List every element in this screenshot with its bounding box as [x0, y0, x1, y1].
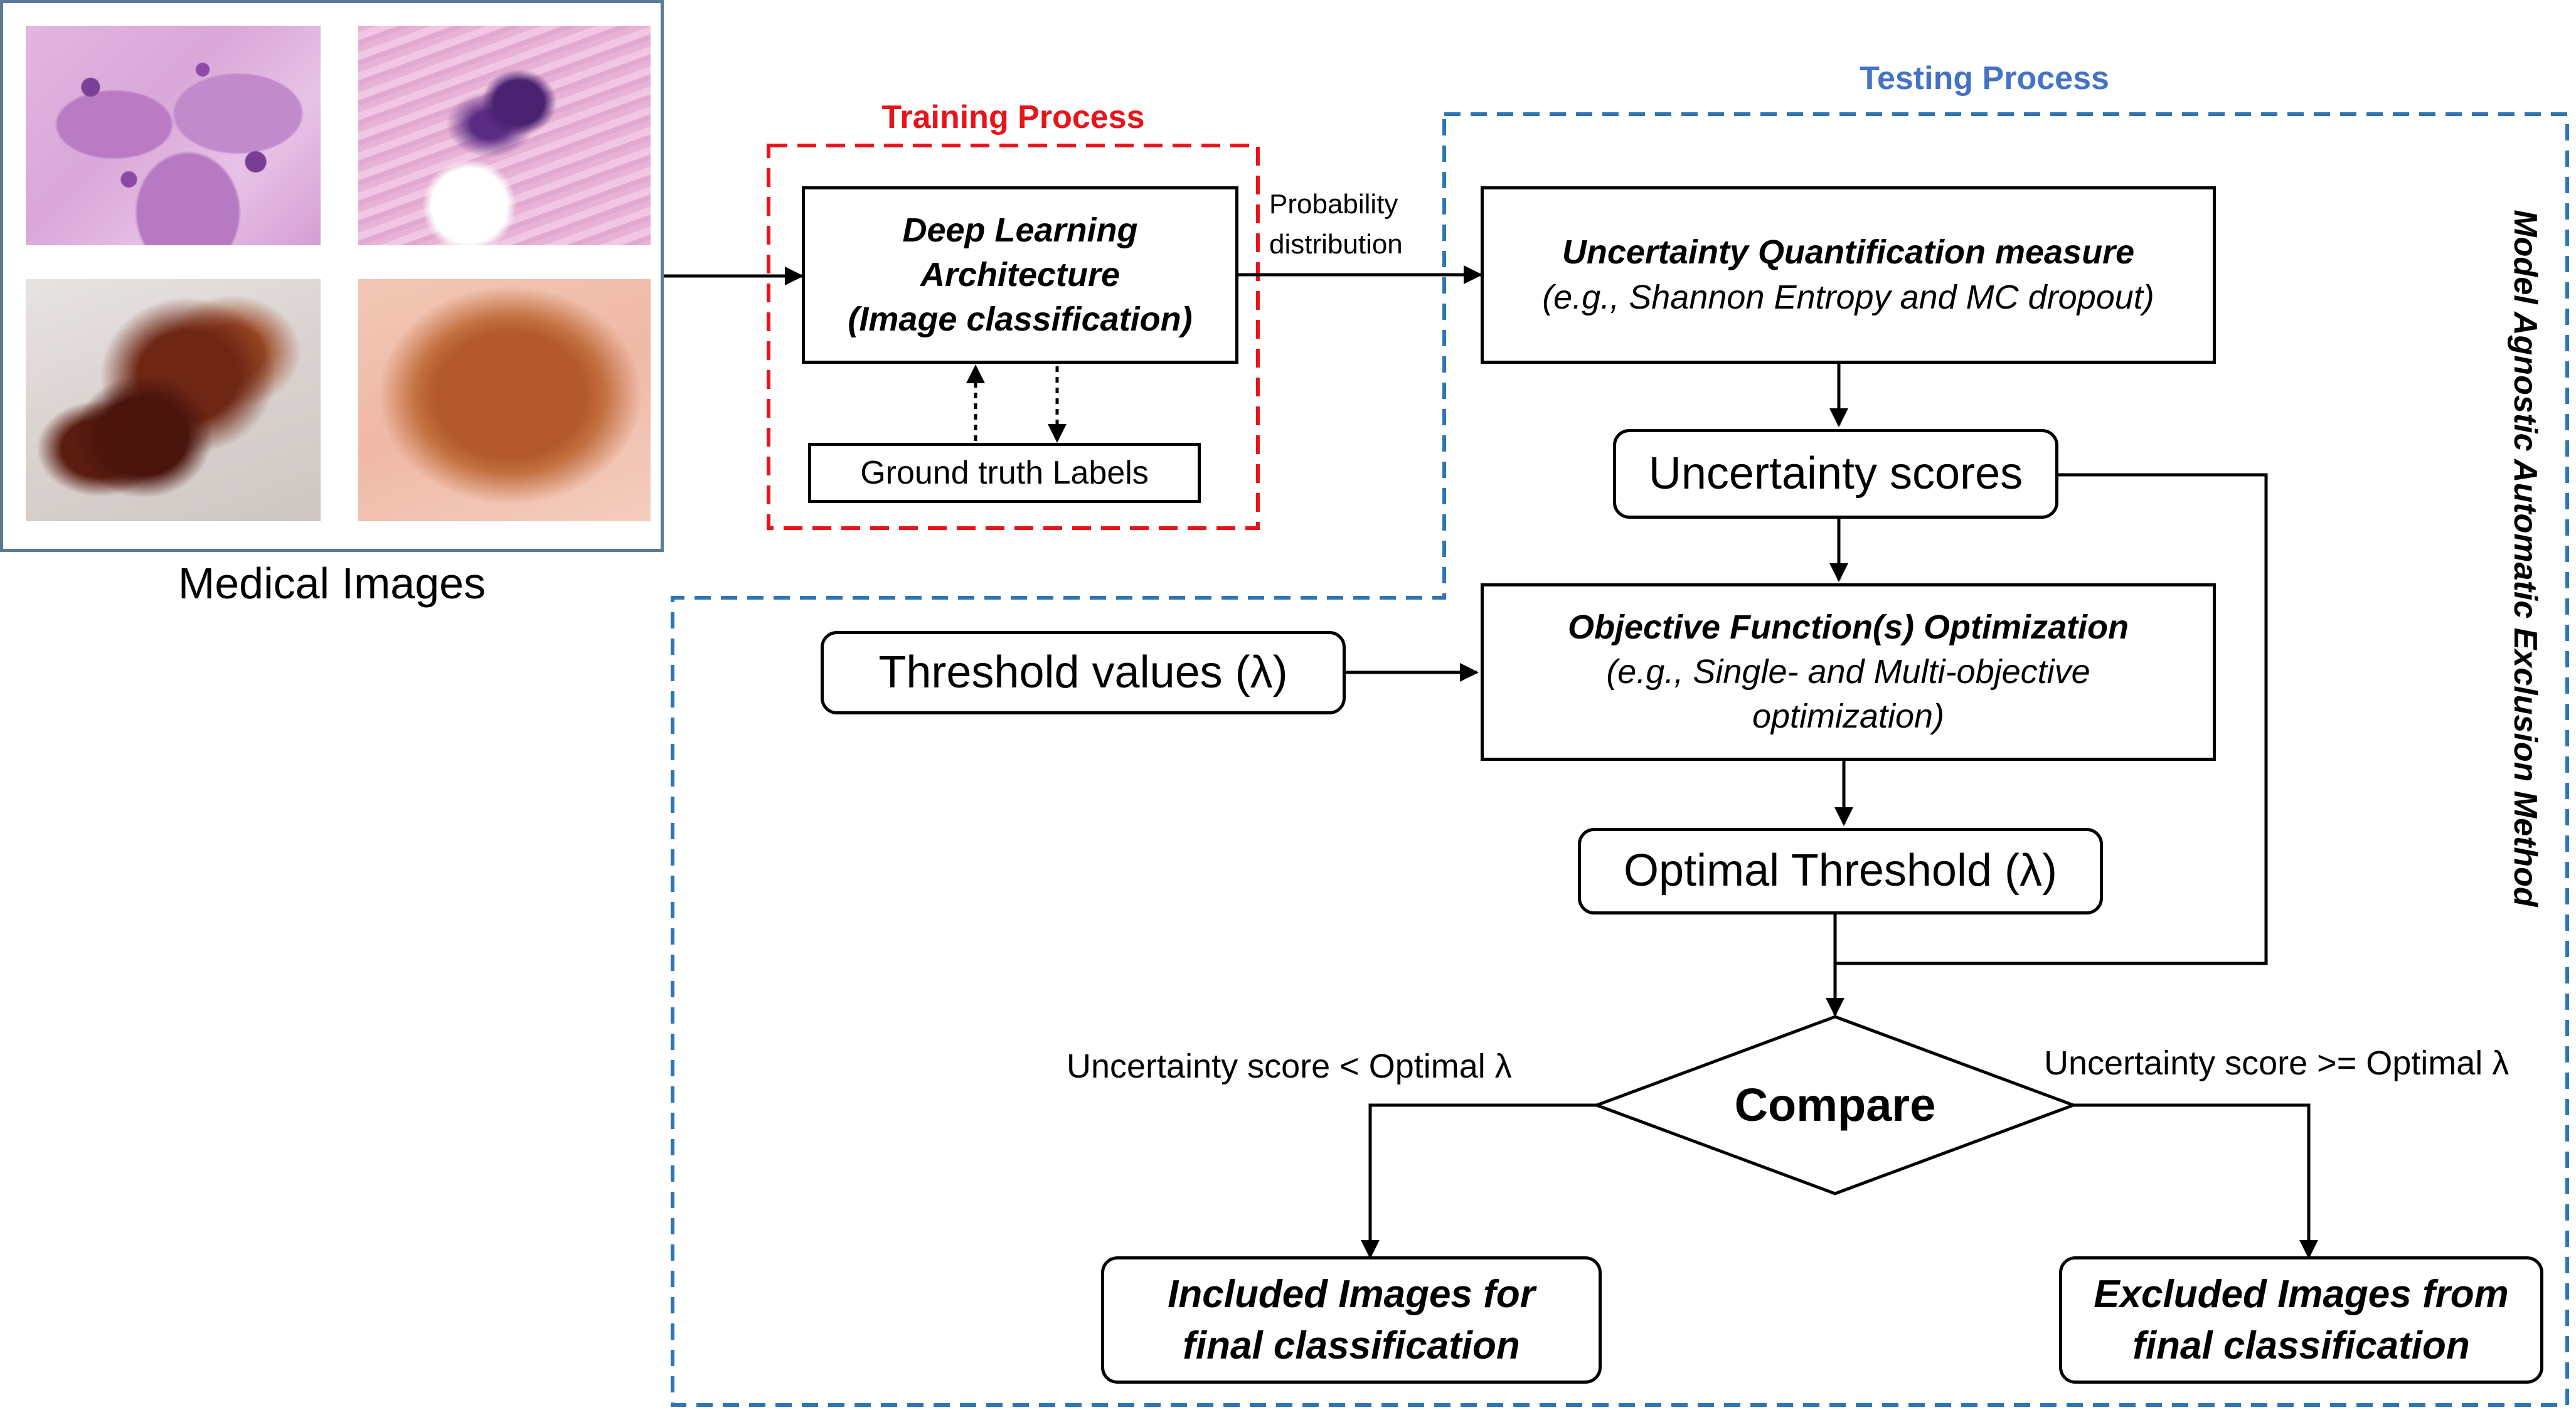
- excluded-images-box: Excluded Images from final classificatio…: [2059, 1256, 2543, 1384]
- excluded-line-2: final classification: [2132, 1323, 2470, 1367]
- dermoscopy-image-2: [358, 279, 651, 521]
- histology-image-1: [26, 26, 321, 245]
- ground-truth-label: Ground truth Labels: [860, 454, 1149, 491]
- threshold-values-box: Threshold values (λ): [821, 631, 1346, 714]
- uncertainty-scores-label: Uncertainty scores: [1648, 448, 2023, 499]
- optimal-threshold-box: Optimal Threshold (λ): [1578, 828, 2103, 914]
- uq-measure-box: Uncertainty Quantification measure (e.g.…: [1481, 186, 2216, 364]
- branch-left-label: Uncertainty score < Optimal λ: [1067, 1047, 1512, 1085]
- uncertainty-scores-box: Uncertainty scores: [1613, 429, 2058, 519]
- line-scores-loop: [1835, 473, 2268, 965]
- included-line-1: Included Images for: [1168, 1272, 1535, 1316]
- uq-example: (e.g., Shannon Entropy and MC dropout): [1542, 278, 2154, 316]
- testing-process-title: Testing Process: [1860, 60, 2109, 97]
- dl-line-3: (Image classification): [848, 300, 1193, 339]
- deep-learning-box: Deep Learning Architecture (Image classi…: [802, 186, 1238, 364]
- medical-images-panel: [0, 0, 664, 552]
- compare-label: Compare: [1734, 1079, 1936, 1131]
- arrow-compare-to-excluded: [2073, 1103, 2318, 1259]
- objective-box: Objective Function(s) Optimization (e.g.…: [1481, 583, 2216, 761]
- objective-example-1: (e.g., Single- and Multi-objective: [1606, 652, 2090, 691]
- dl-line-1: Deep Learning: [902, 211, 1138, 249]
- objective-title: Objective Function(s) Optimization: [1567, 608, 2129, 646]
- excluded-line-1: Excluded Images from: [2094, 1272, 2509, 1316]
- probability-label-2: distribution: [1269, 229, 1403, 260]
- training-process-frame: [767, 144, 1260, 530]
- dermoscopy-image-1: [26, 279, 321, 521]
- training-process-title: Training Process: [881, 99, 1145, 135]
- threshold-values-label: Threshold values (λ): [878, 647, 1288, 697]
- objective-example-2: optimization): [1752, 697, 1945, 736]
- arrow-compare-to-included: [1361, 1103, 1597, 1259]
- included-line-2: final classification: [1183, 1323, 1520, 1367]
- testing-process-frame: [671, 112, 2569, 1407]
- ground-truth-box: Ground truth Labels: [808, 443, 1201, 503]
- branch-right-label: Uncertainty score >= Optimal λ: [2044, 1044, 2509, 1082]
- uq-title: Uncertainty Quantification measure: [1562, 233, 2135, 272]
- method-label: Model Agnostic Automatic Exclusion Metho…: [2507, 209, 2543, 907]
- medical-images-caption: Medical Images: [178, 559, 486, 608]
- dl-line-2: Architecture: [920, 255, 1120, 294]
- included-images-box: Included Images for final classification: [1101, 1256, 1602, 1384]
- probability-label-1: Probability: [1269, 189, 1398, 220]
- histology-image-2: [358, 26, 651, 245]
- compare-diamond: [1592, 1015, 2078, 1195]
- optimal-threshold-label: Optimal Threshold (λ): [1624, 845, 2057, 896]
